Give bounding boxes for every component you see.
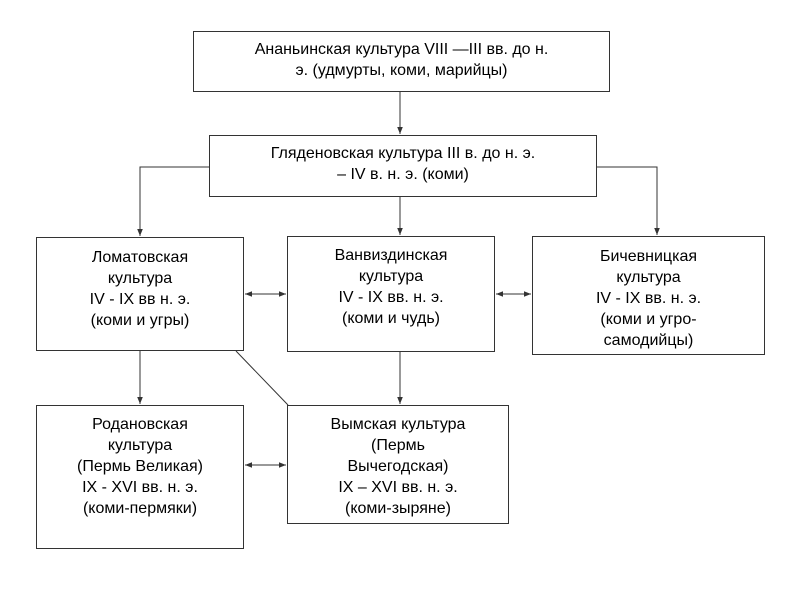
box-text-line: (коми и угры) xyxy=(90,312,190,329)
box-text-line: (коми-зыряне) xyxy=(345,500,451,517)
line-lomatovo-to-vym xyxy=(235,350,289,406)
box-rodanovo-culture: Родановская культура (Пермь Великая) IX … xyxy=(36,405,244,549)
box-text-line: (коми и чудь) xyxy=(342,310,440,327)
box-text-line: Ванвиздинская xyxy=(334,247,448,264)
box-text-line: (Пермь xyxy=(371,437,425,454)
box-text-line: культура xyxy=(358,268,424,285)
box-text-line: IV - IX вв. н. э. xyxy=(595,290,702,307)
box-glyadenovo-culture: Гляденовская культура III в. до н. э. – … xyxy=(209,135,597,197)
box-text-line: Вымская культура xyxy=(330,416,466,433)
box-text-line: э. (удмурты, коми, марийцы) xyxy=(295,62,508,79)
box-text-line: IV - IX вв. н. э. xyxy=(338,289,444,306)
box-text-line: Ломатовская xyxy=(91,249,189,266)
box-text-line: (коми-пермяки) xyxy=(82,500,198,517)
box-lomatovo-culture: Ломатовская культура IV - IX вв н. э. (к… xyxy=(36,237,244,351)
box-text-line: культура xyxy=(616,269,681,286)
box-text-line: Бичевницкая xyxy=(599,248,698,265)
box-text-line: (Пермь Великая) xyxy=(77,458,203,475)
box-text-line: Родановская xyxy=(92,416,188,433)
box-ananyino-culture: Ананьинская культура VIII —III вв. до н.… xyxy=(193,31,610,92)
box-text-line: культура xyxy=(107,437,173,454)
box-text-line: культура xyxy=(107,270,173,287)
box-text-line: Вычегодская) xyxy=(347,458,449,475)
box-vym-culture: Вымская культура (Пермь Вычегодская) IX … xyxy=(287,405,509,524)
box-text-line: Ананьинская культура VIII —III вв. до н. xyxy=(254,41,549,58)
box-text-line: IX - XVI вв. н. э. xyxy=(82,479,198,496)
box-vanvizda-culture: Ванвиздинская культура IV - IX вв. н. э.… xyxy=(287,236,495,352)
box-text-line: IX – XVI вв. н. э. xyxy=(338,479,458,496)
box-text-line: Гляденовская культура III в. до н. э. xyxy=(270,145,536,162)
arrow-glyadenovo-to-bichevnik xyxy=(597,166,660,235)
box-text-line: (коми и угро- xyxy=(600,311,697,328)
box-text-line: IV - IX вв н. э. xyxy=(89,291,191,308)
box-text-line: самодийцы) xyxy=(603,332,694,349)
box-bichevnik-culture: Бичевницкая культура IV - IX вв. н. э. (… xyxy=(532,236,765,355)
box-text-line: – IV в. н. э. (коми) xyxy=(337,166,469,183)
arrow-glyadenovo-to-lomatovo xyxy=(137,166,209,236)
